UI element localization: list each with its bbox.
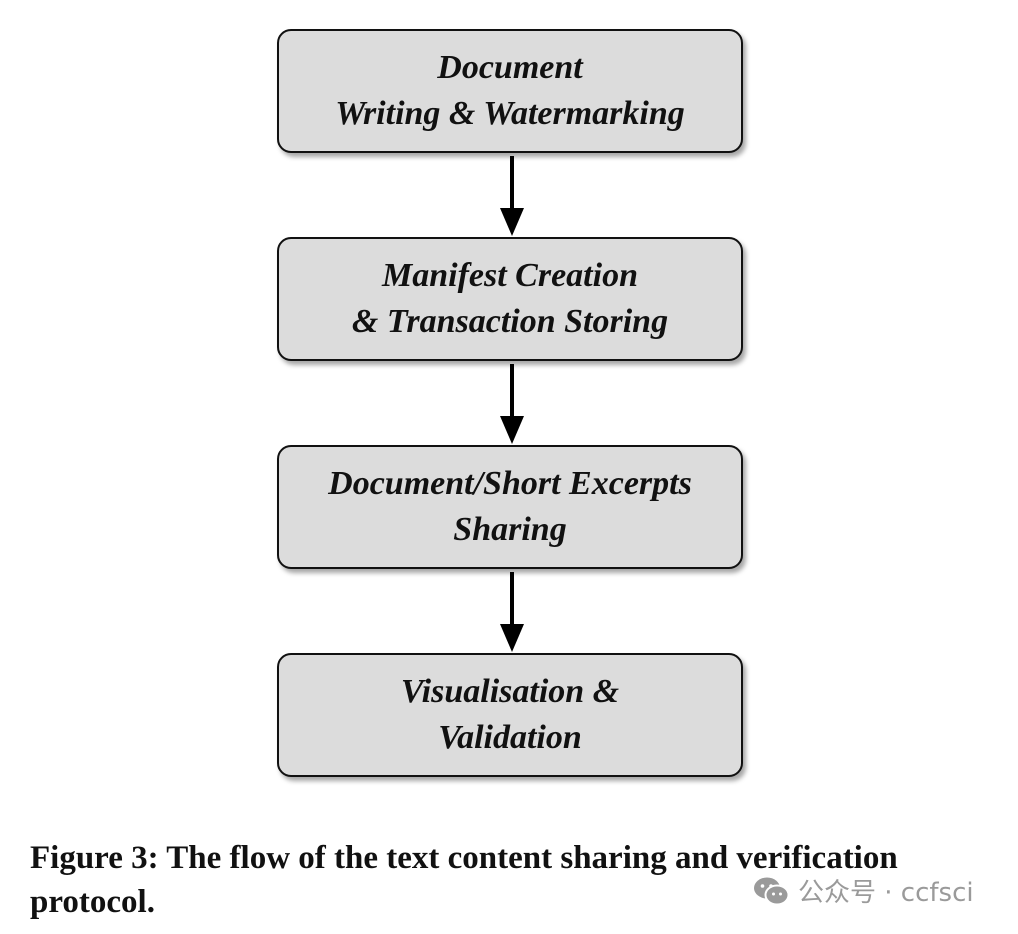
- wechat-icon: [754, 877, 790, 905]
- step-box-manifest-creation: Manifest Creation & Transaction Storing: [277, 237, 743, 361]
- step-2-line-2: & Transaction Storing: [351, 303, 669, 340]
- step-3-line-2: Sharing: [453, 511, 567, 548]
- arrow-down-1: [500, 156, 524, 236]
- step-3-line-1: Document/Short Excerpts: [328, 465, 692, 502]
- step-1-line-2: Writing & Watermarking: [335, 95, 685, 132]
- step-1-line-1: Document: [437, 49, 583, 86]
- step-box-document-writing: Document Writing & Watermarking: [277, 29, 743, 153]
- arrow-head: [500, 208, 524, 236]
- step-2-line-1: Manifest Creation: [382, 257, 638, 294]
- arrow-shaft: [510, 572, 514, 626]
- arrow-head: [500, 416, 524, 444]
- step-box-document-sharing: Document/Short Excerpts Sharing: [277, 445, 743, 569]
- step-4-line-1: Visualisation &: [400, 673, 620, 710]
- figure-caption: Figure 3: The flow of the text content s…: [30, 840, 898, 920]
- arrow-shaft: [510, 364, 514, 418]
- step-4-line-2: Validation: [438, 719, 582, 756]
- arrow-shaft: [510, 156, 514, 210]
- arrow-down-3: [500, 572, 524, 652]
- watermark: 公众号 · ccfsci: [752, 872, 974, 909]
- arrow-head: [500, 624, 524, 652]
- arrow-down-2: [500, 364, 524, 444]
- watermark-text: 公众号 · ccfsci: [798, 878, 974, 908]
- step-box-visualisation: Visualisation & Validation: [277, 653, 743, 777]
